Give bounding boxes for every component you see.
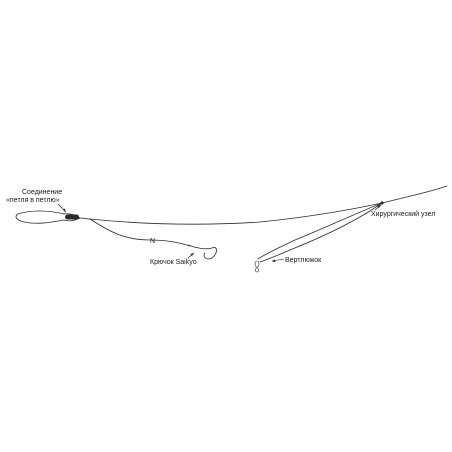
hook-leader-line bbox=[89, 218, 191, 247]
loop-connection-label-line1: Соединение bbox=[22, 189, 62, 196]
loop-connection-label-line2: «петля в петлю» bbox=[6, 197, 60, 204]
hook-icon bbox=[187, 244, 217, 260]
leader-marker: N bbox=[150, 238, 155, 245]
loop-to-loop-connection bbox=[63, 213, 91, 222]
surgeon-knot-label: Хирургический узел bbox=[371, 210, 435, 218]
swivel-icon bbox=[254, 260, 260, 273]
swivel-loop-inner bbox=[259, 202, 383, 263]
swivel-label: Вертлюжок bbox=[285, 257, 322, 264]
hook-arrowhead bbox=[190, 253, 194, 256]
surgeon-knot-arrowhead bbox=[377, 205, 381, 208]
loop-connection-arrowhead bbox=[63, 208, 66, 212]
surgeon-knot-icon bbox=[380, 201, 384, 205]
swivel-arrowhead bbox=[272, 259, 276, 263]
left-loop-line bbox=[15, 210, 65, 224]
main-line bbox=[89, 185, 448, 225]
hook-label: Крючок Saikyo bbox=[150, 259, 197, 266]
swivel-loop-outer bbox=[257, 202, 383, 260]
